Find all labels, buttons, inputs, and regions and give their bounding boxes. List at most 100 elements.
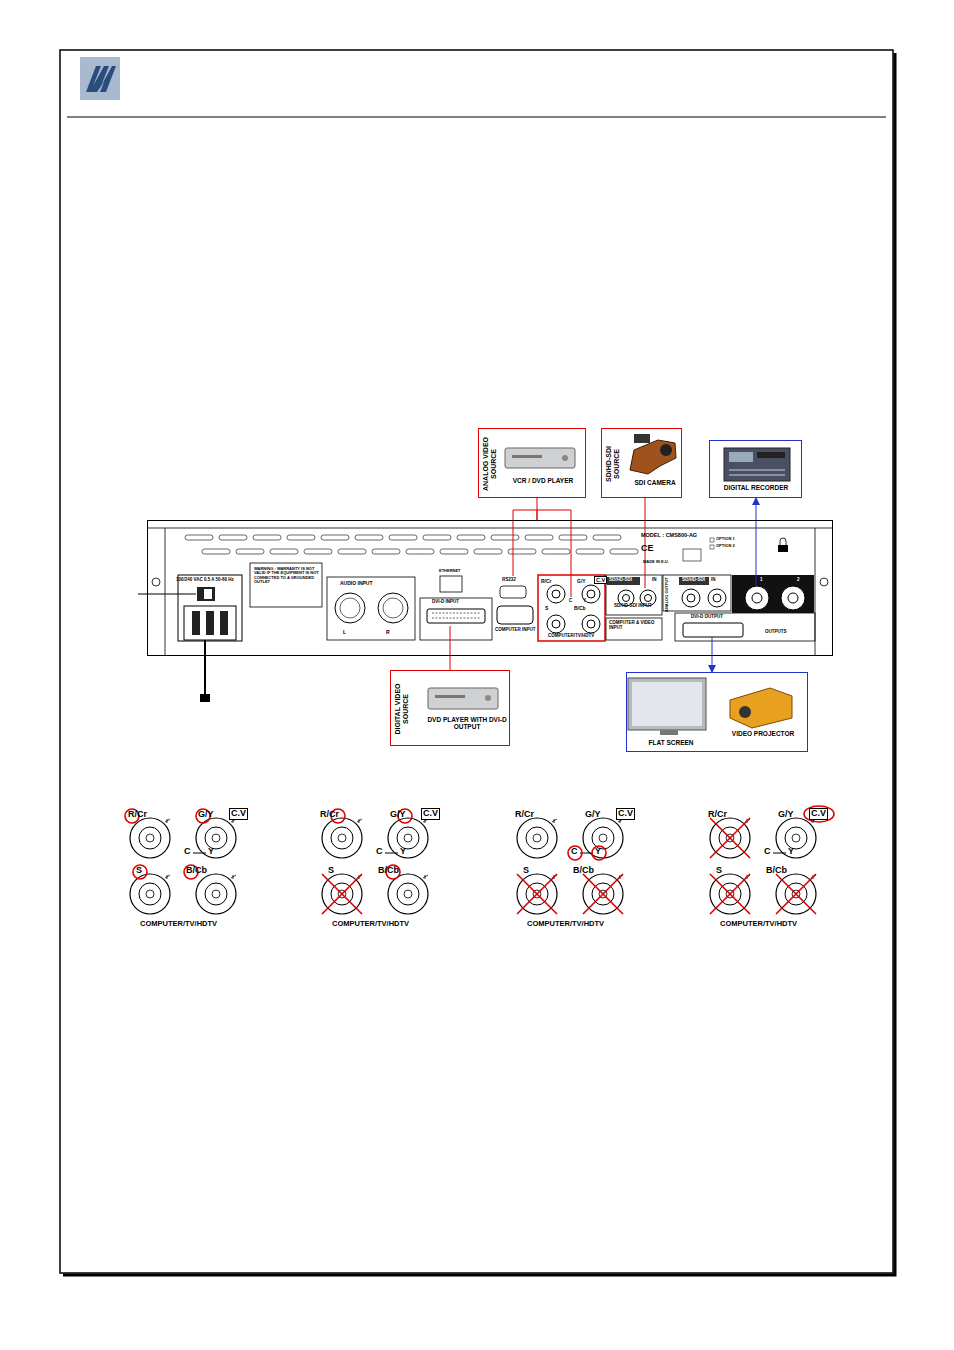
connector-label: G/Y	[778, 810, 794, 820]
connector-label: G/Y	[585, 810, 601, 820]
selection-circle	[568, 846, 582, 860]
connector-label: Y	[595, 847, 601, 857]
vent-slot	[491, 535, 519, 540]
panel-label: WARNING : WARRANTY IS NOT VALID IF THE E…	[254, 567, 322, 585]
bnc-connector	[533, 834, 541, 842]
connector-label: C.V	[616, 808, 635, 820]
connector-group	[710, 818, 816, 914]
signal-connector	[450, 656, 451, 670]
panel-label: R/Cr	[541, 579, 552, 585]
bnc-connector	[397, 827, 419, 849]
device-box: SD/HD-SDI SOURCESDI CAMERA	[601, 428, 682, 498]
bnc-connector	[212, 890, 220, 898]
connector-label: R/Cr	[708, 810, 727, 820]
vent-slot	[236, 549, 264, 554]
vent-slot	[389, 535, 417, 540]
bnc-connector	[517, 818, 557, 858]
vent-slot	[559, 535, 587, 540]
source-heading: SD/HD-SDI SOURCE	[605, 433, 620, 495]
vent-slot	[304, 549, 332, 554]
bnc-tab	[165, 819, 170, 823]
vent-slot	[610, 549, 638, 554]
vent-slot	[576, 549, 604, 554]
bnc-tab	[231, 875, 236, 879]
connector-label: COMPUTER/TV/HDTV	[332, 920, 409, 928]
bnc-connector	[205, 883, 227, 905]
panel-label: AUDIO INPUT	[340, 581, 373, 587]
device-name: FLAT SCREEN	[631, 739, 711, 746]
vent-slot	[355, 535, 383, 540]
bnc-connector	[710, 818, 750, 858]
bnc-connector	[388, 874, 428, 914]
vent-slot	[508, 549, 536, 554]
bnc-connector	[205, 827, 227, 849]
device-box: DIGITAL RECORDER	[709, 440, 802, 498]
vent-slot	[185, 535, 213, 540]
panel-label: C	[569, 599, 572, 604]
device-box: DIGITAL VIDEO SOURCEDVD PLAYER WITH DVI-…	[390, 670, 510, 746]
connector-label: S	[136, 866, 142, 876]
panel-label: MADE IN E.U.	[643, 560, 669, 564]
bnc-connector	[146, 834, 154, 842]
vent-slot	[219, 535, 247, 540]
bnc-connector	[583, 874, 623, 914]
connector-group	[130, 818, 236, 914]
bnc-connector	[338, 834, 346, 842]
panel-label: COMPUTER & VIDEO INPUT	[609, 621, 659, 631]
connector-label: Y	[400, 847, 406, 857]
panel-label: ETHERNET	[439, 569, 461, 573]
vent-slot	[202, 549, 230, 554]
panel-label: L	[343, 630, 346, 636]
panel-label: COMPUTER INPUT	[495, 628, 536, 633]
connector-label: C	[376, 847, 383, 857]
unused-cross	[583, 874, 623, 914]
panel-label: ANALOG OUTPUT	[665, 577, 669, 612]
vent-slot	[423, 535, 451, 540]
selection-circle	[133, 865, 147, 879]
bnc-connector	[583, 818, 623, 858]
panel-label: COMPUTER/TV/HDTV	[548, 634, 594, 639]
panel-label: CE	[641, 544, 654, 554]
panel-label: OPTION 1	[716, 537, 735, 541]
signal-connector	[537, 498, 538, 520]
panel-label: SD/HD-SDI	[608, 578, 633, 583]
bnc-tab	[552, 819, 557, 823]
connector-label: R/Cr	[515, 810, 534, 820]
bnc-connector	[404, 890, 412, 898]
bnc-connector	[146, 890, 154, 898]
connector-label: C.V	[229, 808, 248, 820]
panel-label: G/Y	[577, 579, 586, 585]
connector-label: C	[184, 847, 191, 857]
bnc-connector	[592, 827, 614, 849]
bnc-connector	[331, 827, 353, 849]
vent-slot	[525, 535, 553, 540]
vent-slot	[440, 549, 468, 554]
device-box: ANALOG VIDEO SOURCEVCR / DVD PLAYER	[478, 428, 586, 498]
panel-label: DVI-D INPUT	[432, 600, 459, 605]
device-name: VIDEO PROJECTOR	[723, 730, 803, 737]
device-box: FLAT SCREEN VIDEO PROJECTOR	[626, 672, 808, 752]
bnc-connector	[776, 818, 816, 858]
connector-label: C	[764, 847, 771, 857]
connector-label: S	[328, 866, 334, 876]
source-heading: DIGITAL VIDEO SOURCE	[394, 675, 409, 743]
bnc-connector	[388, 818, 428, 858]
connector-label: Y	[208, 847, 214, 857]
signal-connector	[756, 498, 757, 520]
bnc-connector	[792, 834, 800, 842]
connector-label: B/Cb	[186, 866, 207, 876]
unused-cross	[776, 874, 816, 914]
unused-cross	[322, 874, 362, 914]
bnc-connector	[196, 818, 236, 858]
bnc-connector	[139, 883, 161, 905]
dash-line	[773, 853, 786, 854]
bnc-tab	[423, 875, 428, 879]
panel-label: S	[545, 606, 548, 612]
connector-label: G/Y	[198, 810, 214, 820]
vent-slot	[457, 535, 485, 540]
bnc-connector	[196, 874, 236, 914]
vent-slot	[474, 549, 502, 554]
vent-slot	[270, 549, 298, 554]
